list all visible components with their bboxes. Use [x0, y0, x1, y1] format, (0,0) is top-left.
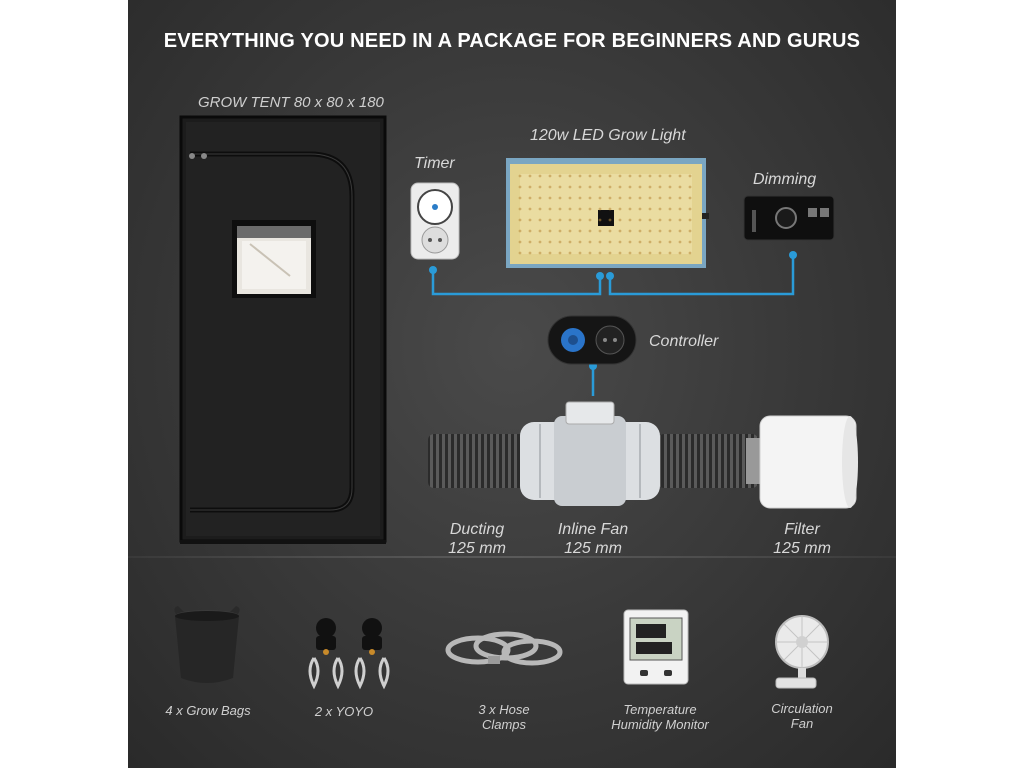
ducting-size: 125 mm	[448, 540, 506, 557]
controller-image	[547, 315, 637, 365]
grow-bags-label: 4 x Grow Bags	[165, 703, 251, 718]
grow-tent-label: GROW TENT 80 x 80 x 180	[198, 94, 384, 111]
hose-clamps-label: 3 x Hose Clamps	[462, 702, 546, 732]
circulation-fan-label: Circulation Fan	[754, 701, 850, 731]
hose-clamps-image	[445, 631, 563, 666]
ducting-caption: Ducting 125 mm	[438, 520, 516, 558]
led-light-label: 120w LED Grow Light	[530, 127, 686, 144]
hose-clamps-line2: Clamps	[481, 717, 527, 732]
dimming-label: Dimming	[753, 171, 817, 188]
temp-humidity-monitor-image	[623, 609, 689, 685]
light-connector-lines	[429, 251, 797, 396]
ventilation-set-image	[428, 401, 858, 509]
circulation-fan-image	[775, 615, 829, 689]
grow-bags-image	[174, 606, 240, 683]
temp-humidity-monitor-label: Temperature Humidity Monitor	[598, 702, 722, 732]
circ-fan-line1: Circulation	[771, 701, 833, 716]
yoyo-image	[308, 618, 390, 690]
timer-label: Timer	[414, 155, 455, 172]
headline: EVERYTHING YOU NEED IN A PACKAGE FOR BEG…	[163, 30, 861, 52]
timer-image	[410, 182, 460, 260]
product-panel: EVERYTHING YOU NEED IN A PACKAGE FOR BEG…	[128, 0, 896, 768]
inline-fan-caption: Inline Fan 125 mm	[551, 520, 635, 558]
circ-fan-line2: Fan	[790, 716, 814, 731]
filter-size: 125 mm	[773, 540, 831, 557]
filter-name: Filter	[784, 521, 820, 538]
hose-clamps-line1: 3 x Hose	[478, 702, 530, 717]
section-divider	[128, 556, 896, 558]
inline-fan-size: 125 mm	[564, 540, 622, 557]
yoyo-label: 2 x YOYO	[314, 704, 374, 719]
grow-tent-image	[179, 115, 387, 544]
monitor-line2: Humidity Monitor	[611, 717, 709, 732]
controller-label: Controller	[649, 333, 719, 350]
filter-caption: Filter 125 mm	[762, 520, 842, 558]
ducting-name: Ducting	[449, 521, 505, 538]
led-grow-light-image	[506, 158, 709, 268]
dimmer-image	[743, 195, 835, 241]
monitor-line1: Temperature	[623, 702, 697, 717]
inline-fan-name: Inline Fan	[557, 521, 629, 538]
